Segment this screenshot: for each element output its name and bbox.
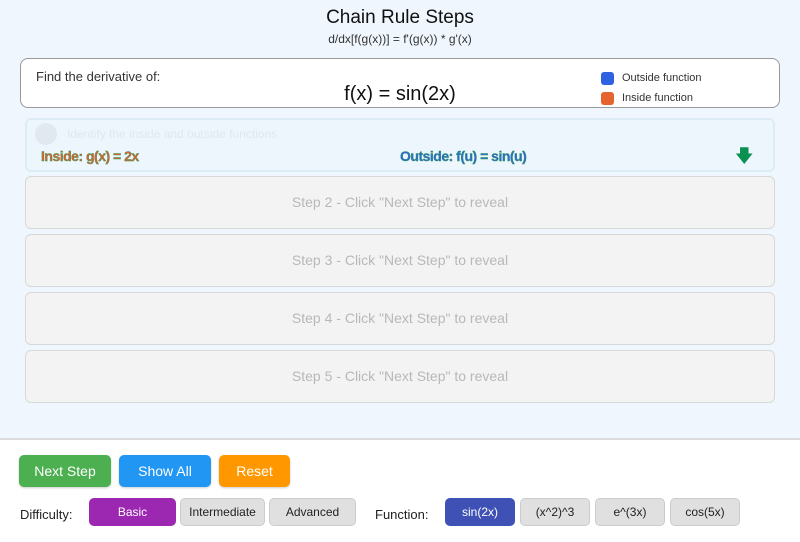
step-3: Step 3 - Click "Next Step" to reveal (25, 234, 775, 287)
function-cos5x[interactable]: cos(5x) (670, 498, 740, 526)
legend-inside: Inside function (601, 88, 702, 108)
step-1-text: Identify the inside and outside function… (67, 127, 278, 141)
outside-swatch (601, 71, 614, 85)
inside-swatch (601, 91, 614, 105)
step-1: Identify the inside and outside function… (25, 118, 775, 172)
page-title: Chain Rule Steps (326, 7, 474, 28)
function-x2-cubed[interactable]: (x^2)^3 (520, 498, 590, 526)
problem-prompt: Find the derivative of: (36, 69, 161, 84)
difficulty-basic[interactable]: Basic (89, 498, 176, 526)
step-number-circle (35, 123, 57, 145)
difficulty-intermediate[interactable]: Intermediate (180, 498, 265, 526)
chain-rule-formula: d/dx[f(g(x))] = f'(g(x)) * g'(x) (328, 32, 472, 46)
inside-function: Inside: g(x) = 2x (41, 148, 140, 164)
steps-panel: Chain Rule Steps d/dx[f(g(x))] = f'(g(x)… (0, 0, 800, 440)
difficulty-label: Difficulty: (20, 507, 73, 522)
legend-outside: Outside function (601, 68, 702, 88)
difficulty-advanced[interactable]: Advanced (269, 498, 356, 526)
function-e3x[interactable]: e^(3x) (595, 498, 665, 526)
legend-label: Outside function (622, 72, 702, 84)
outside-function: Outside: f(u) = sin(u) (400, 148, 527, 164)
legend-label: Inside function (622, 92, 693, 104)
problem-card: Find the derivative of: f(x) = sin(2x) O… (20, 58, 780, 108)
step-4: Step 4 - Click "Next Step" to reveal (25, 292, 775, 345)
function-label: Function: (375, 507, 429, 522)
step-5: Step 5 - Click "Next Step" to reveal (25, 350, 775, 403)
reset-button[interactable]: Reset (219, 455, 290, 487)
next-step-button[interactable]: Next Step (19, 455, 111, 487)
arrow-down-icon: 🡇 (735, 146, 754, 166)
problem-function: f(x) = sin(2x) (344, 83, 456, 105)
function-sin2x[interactable]: sin(2x) (445, 498, 515, 526)
legend: Outside function Inside function (601, 68, 702, 108)
show-all-button[interactable]: Show All (119, 455, 211, 487)
step-2: Step 2 - Click "Next Step" to reveal (25, 176, 775, 229)
